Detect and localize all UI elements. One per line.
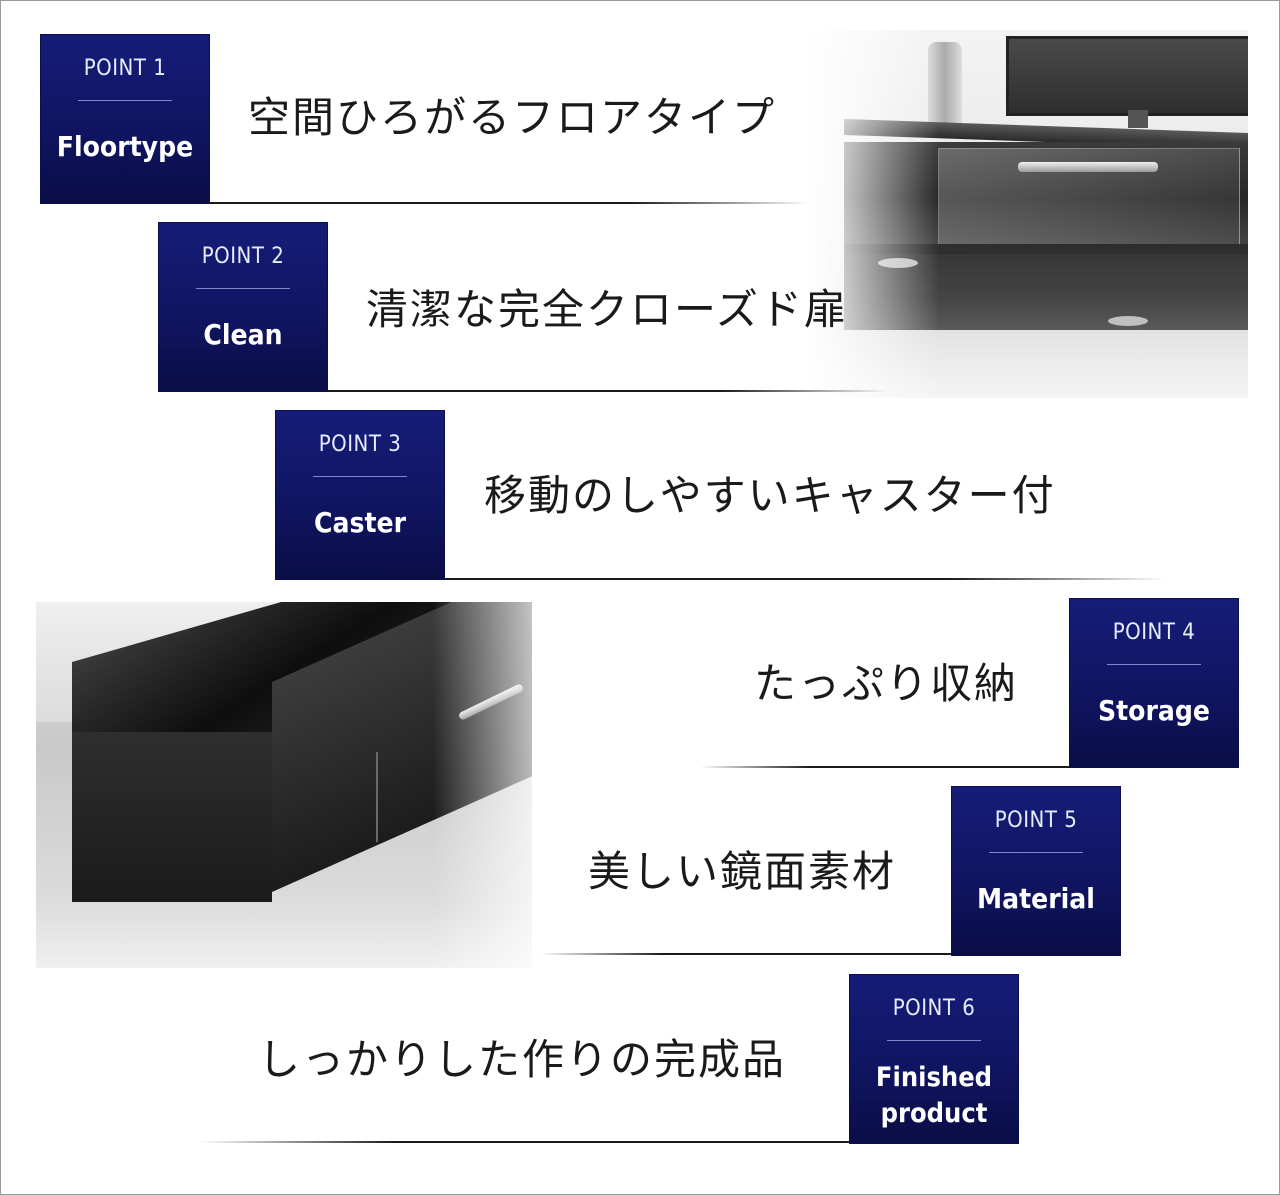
point-number: POINT 5 [994, 808, 1078, 833]
point-title: Storage [1097, 694, 1211, 727]
point-number: POINT 3 [318, 432, 402, 457]
point-5-description: 美しい鏡面素材 [588, 847, 897, 896]
point-number: POINT 2 [201, 244, 285, 269]
point-title: Floortype [56, 130, 194, 163]
point-title: Clean [203, 318, 283, 351]
photo-fade [36, 602, 532, 968]
point-number: POINT 1 [83, 56, 167, 81]
point-number: POINT 4 [1112, 620, 1196, 645]
badge-rule [196, 288, 290, 289]
underline [540, 953, 951, 955]
badge-rule [989, 852, 1083, 853]
point-title: Caster [313, 506, 407, 539]
underline [200, 1141, 849, 1143]
point-5-badge: POINT 5 Material [951, 786, 1121, 956]
underline [445, 578, 1165, 580]
glass-tv-board-photo [808, 30, 1248, 398]
point-number: POINT 6 [892, 996, 976, 1021]
underline [210, 202, 810, 204]
point-2-description: 清潔な完全クローズド扉 [366, 285, 848, 334]
black-gloss-board-photo [36, 602, 532, 968]
point-6-badge: POINT 6 Finished product [849, 974, 1019, 1144]
underline [700, 766, 1069, 768]
point-3-badge: POINT 3 Caster [275, 410, 445, 580]
point-1-description: 空間ひろがるフロアタイプ [248, 93, 777, 142]
underline [328, 390, 888, 392]
badge-rule [887, 1040, 981, 1041]
point-4-badge: POINT 4 Storage [1069, 598, 1239, 768]
badge-rule [78, 100, 172, 101]
badge-rule [313, 476, 407, 477]
point-title: Material [977, 882, 1095, 915]
photo-fade [808, 30, 1248, 398]
point-6-description: しっかりした作りの完成品 [258, 1035, 787, 1084]
badge-rule [1107, 664, 1201, 665]
point-1-badge: POINT 1 Floortype [40, 34, 210, 204]
point-4-description: たっぷり収納 [754, 659, 1019, 708]
point-title: Finished product [849, 1060, 1019, 1132]
point-title-line-1: Finished [875, 1062, 993, 1093]
point-title-line-2: product [880, 1098, 988, 1129]
point-3-description: 移動のしやすいキャスター付 [484, 471, 1056, 520]
point-2-badge: POINT 2 Clean [158, 222, 328, 392]
